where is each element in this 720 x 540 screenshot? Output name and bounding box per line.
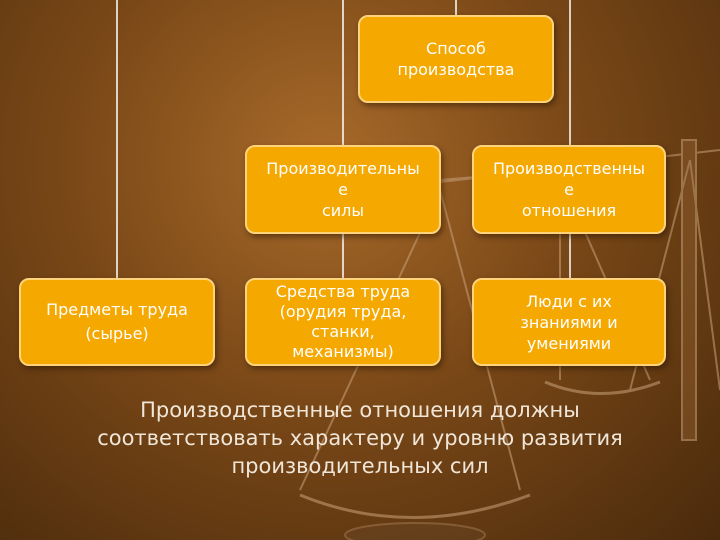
node-means-label: Средства труда (орудия труда, станки, ме… — [275, 282, 411, 361]
node-people-label: Люди с их знаниями и умениями — [520, 291, 618, 353]
node-relations: Производственны е отношения — [472, 145, 666, 234]
node-objects-label: Предметы труда (сырье) — [46, 300, 188, 343]
connector-lines — [116, 0, 571, 278]
node-relations-label: Производственны е отношения — [492, 159, 646, 220]
node-root: Способ производства — [358, 15, 554, 103]
node-people: Люди с их знаниями и умениями — [472, 278, 666, 366]
caption: Производственные отношения должны соотве… — [97, 398, 623, 478]
node-root-label: Способ производства — [397, 39, 515, 79]
node-forces: Производительны е силы — [245, 145, 441, 234]
node-means: Средства труда (орудия труда, станки, ме… — [245, 278, 441, 366]
node-objects: Предметы труда (сырье) — [19, 278, 215, 366]
node-forces-label: Производительны е силы — [266, 159, 420, 220]
